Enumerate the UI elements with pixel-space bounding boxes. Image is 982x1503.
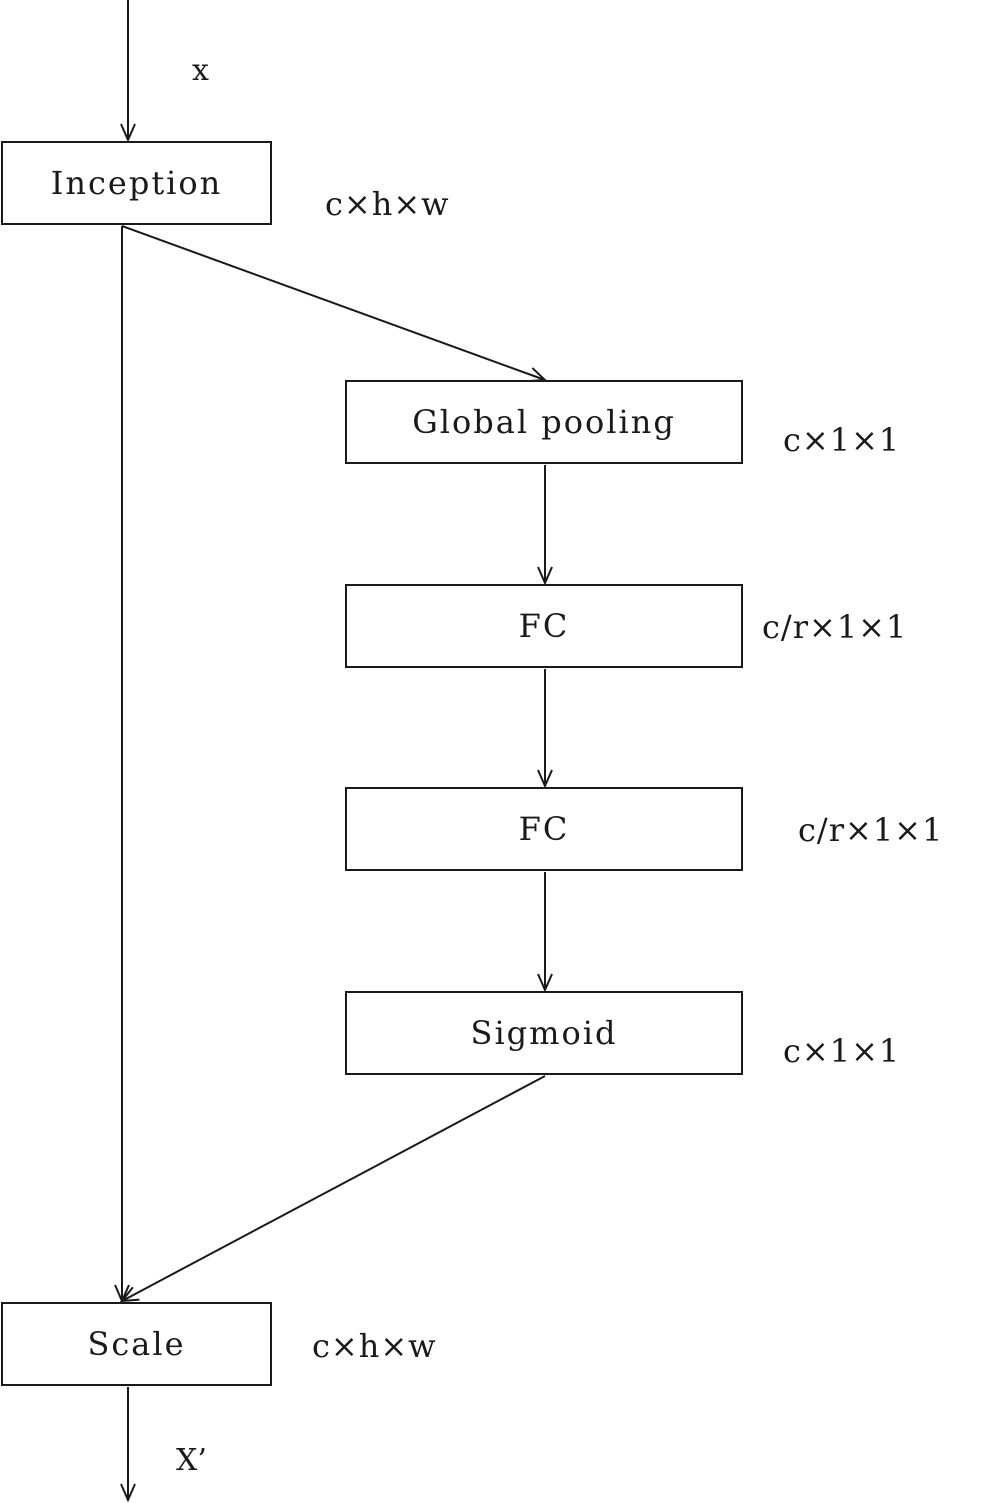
fc2-block: FC <box>345 787 743 871</box>
inception-block-label: Inception <box>50 164 223 202</box>
sigmoid-block: Sigmoid <box>345 991 743 1075</box>
fc1-block: FC <box>345 584 743 668</box>
fc1-dims: c/r×1×1 <box>762 608 908 646</box>
input-label: x <box>192 53 209 88</box>
scale-block-label: Scale <box>87 1325 186 1363</box>
fc2-block-label: FC <box>518 810 570 848</box>
output-label: X’ <box>176 1443 207 1478</box>
global-pooling-block: Global pooling <box>345 380 743 464</box>
global-pooling-block-label: Global pooling <box>412 403 676 441</box>
arrow-inception-to-global-pooling <box>121 225 545 380</box>
global-pooling-dims: c×1×1 <box>783 421 901 459</box>
fc1-block-label: FC <box>518 607 570 645</box>
sigmoid-block-label: Sigmoid <box>470 1014 618 1052</box>
sigmoid-dims: c×1×1 <box>783 1032 901 1070</box>
inception-block: Inception <box>1 141 272 225</box>
fc2-dims: c/r×1×1 <box>798 811 944 849</box>
inception-dims: c×h×w <box>325 185 450 223</box>
scale-block: Scale <box>1 1302 272 1386</box>
arrow-sigmoid-to-scale <box>122 1075 546 1301</box>
scale-dims: c×h×w <box>312 1327 437 1365</box>
